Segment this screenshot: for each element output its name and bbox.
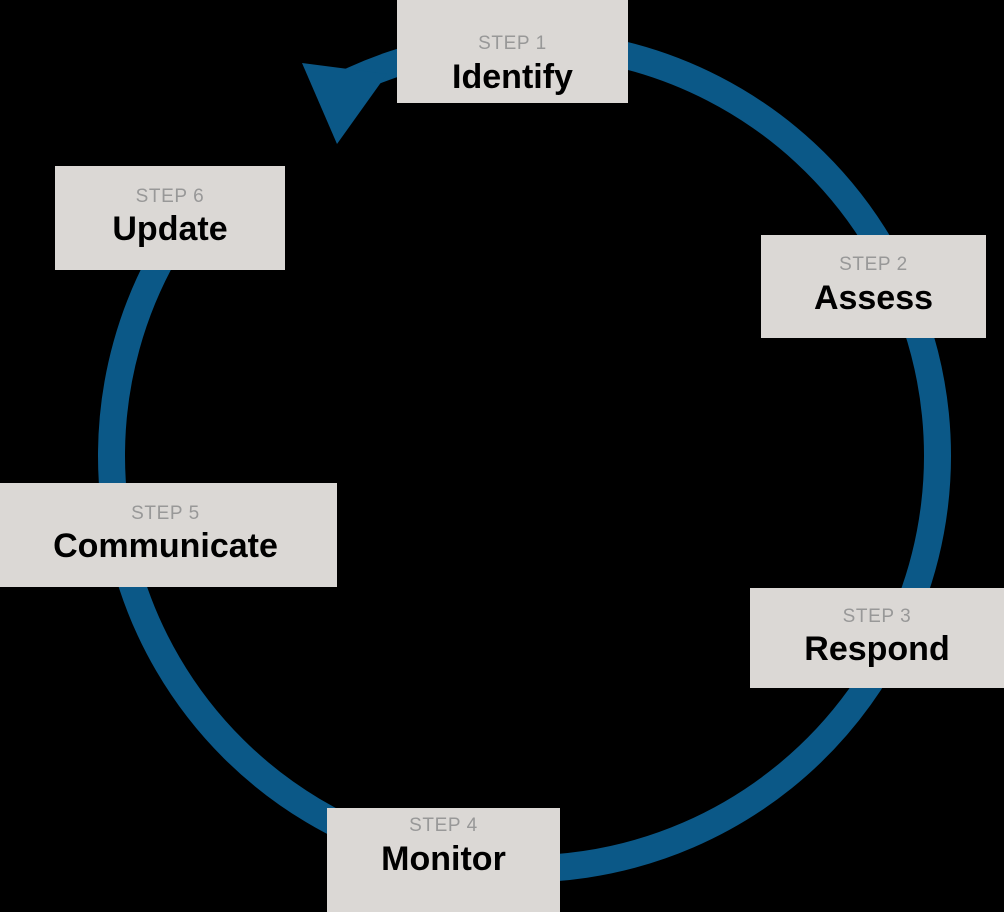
- step-kicker: STEP 5: [131, 502, 200, 524]
- step-title: Assess: [813, 278, 934, 317]
- step-kicker: STEP 2: [839, 254, 908, 275]
- step-kicker: STEP 1: [478, 33, 547, 55]
- step-kicker: STEP 6: [135, 185, 205, 207]
- step-kicker: STEP 3: [842, 605, 912, 627]
- step-title: Respond: [804, 630, 950, 669]
- step-title: Communicate: [53, 527, 278, 566]
- step-box-update[interactable]: STEP 6 Update: [55, 166, 285, 270]
- step-title: Identify: [452, 57, 573, 96]
- step-title: Update: [112, 210, 228, 249]
- step-box-respond[interactable]: STEP 3 Respond: [750, 588, 1004, 688]
- step-box-communicate[interactable]: STEP 5 Communicate: [0, 483, 337, 587]
- step-box-assess[interactable]: STEP 2 Assess: [761, 235, 986, 338]
- step-title: Monitor: [381, 839, 506, 878]
- step-box-monitor[interactable]: STEP 4 Monitor: [327, 808, 560, 912]
- step-kicker: STEP 4: [409, 815, 478, 836]
- cycle-arrowhead: [302, 63, 387, 144]
- step-box-identify[interactable]: STEP 1 Identify: [397, 0, 628, 103]
